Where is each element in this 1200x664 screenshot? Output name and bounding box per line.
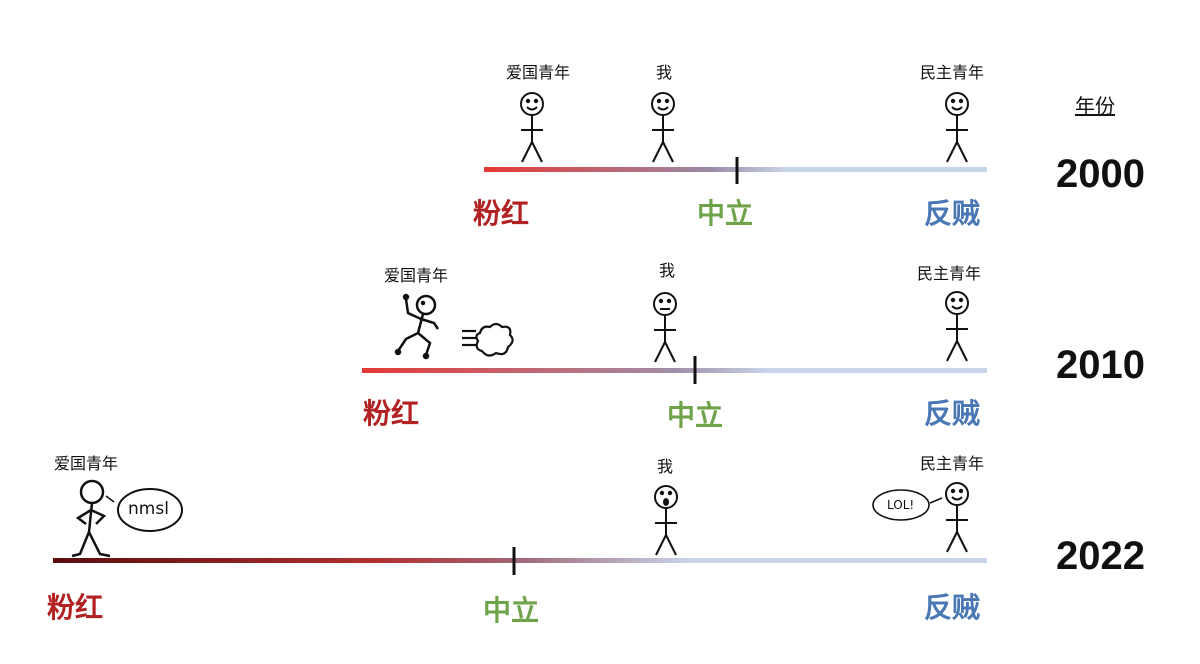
figure-label-me-2022: 我 <box>657 457 674 476</box>
stick-figure-me-shocked-2022 <box>654 485 678 556</box>
spectrum-mid-label-2000: 中立 <box>697 197 754 230</box>
speech-tick-patriot <box>105 495 115 503</box>
figure-label-patriot-2000: 爱国青年 <box>506 63 571 82</box>
spectrum-left-label-2000: 粉红 <box>473 197 530 230</box>
stick-figure-patriot-akimbo-2022 <box>71 479 111 558</box>
stick-figure-me-2000 <box>651 92 675 163</box>
year-label-2022: 2022 <box>1056 534 1145 578</box>
stick-figure-democrat-2000 <box>945 92 969 163</box>
spectrum-left-label-2022: 粉红 <box>47 591 104 624</box>
spectrum-bar-2010 <box>362 368 987 373</box>
stick-figure-patriot-running-2010 <box>394 293 440 360</box>
spectrum-mid-label-2022: 中立 <box>483 594 540 627</box>
year-label-2000: 2000 <box>1056 152 1145 196</box>
speech-text-democrat: LOL! <box>887 498 915 512</box>
speech-tick-democrat <box>929 497 943 504</box>
dust-cloud-icon <box>462 322 514 357</box>
figure-label-patriot-2022: 爱国青年 <box>54 454 119 473</box>
stick-figure-me-neutral-2010 <box>653 292 677 363</box>
speech-bubble-patriot <box>117 488 183 532</box>
stick-figure-democrat-2010 <box>945 291 969 362</box>
stick-figure-democrat-2022 <box>945 482 969 553</box>
spectrum-mid-label-2010: 中立 <box>667 399 724 432</box>
spectrum-left-label-2010: 粉红 <box>363 397 420 430</box>
figure-label-me-2000: 我 <box>656 63 673 82</box>
figure-label-democrat-2022: 民主青年 <box>920 454 985 473</box>
spectrum-right-label-2022: 反贼 <box>924 591 981 624</box>
stick-figure-patriot-2000 <box>520 92 544 163</box>
figure-label-me-2010: 我 <box>659 261 676 280</box>
year-column-header: 年份 <box>1075 94 1115 118</box>
figure-label-democrat-2010: 民主青年 <box>917 264 982 283</box>
spectrum-right-label-2000: 反贼 <box>924 197 981 230</box>
year-label-2010: 2010 <box>1056 343 1145 387</box>
spectrum-bar-2022 <box>53 558 987 563</box>
speech-bubble-democrat <box>872 489 930 521</box>
figure-label-patriot-2010: 爱国青年 <box>384 266 449 285</box>
spectrum-right-label-2010: 反贼 <box>924 397 981 430</box>
speech-text-patriot: nmsl <box>128 499 169 519</box>
figure-label-democrat-2000: 民主青年 <box>920 63 985 82</box>
